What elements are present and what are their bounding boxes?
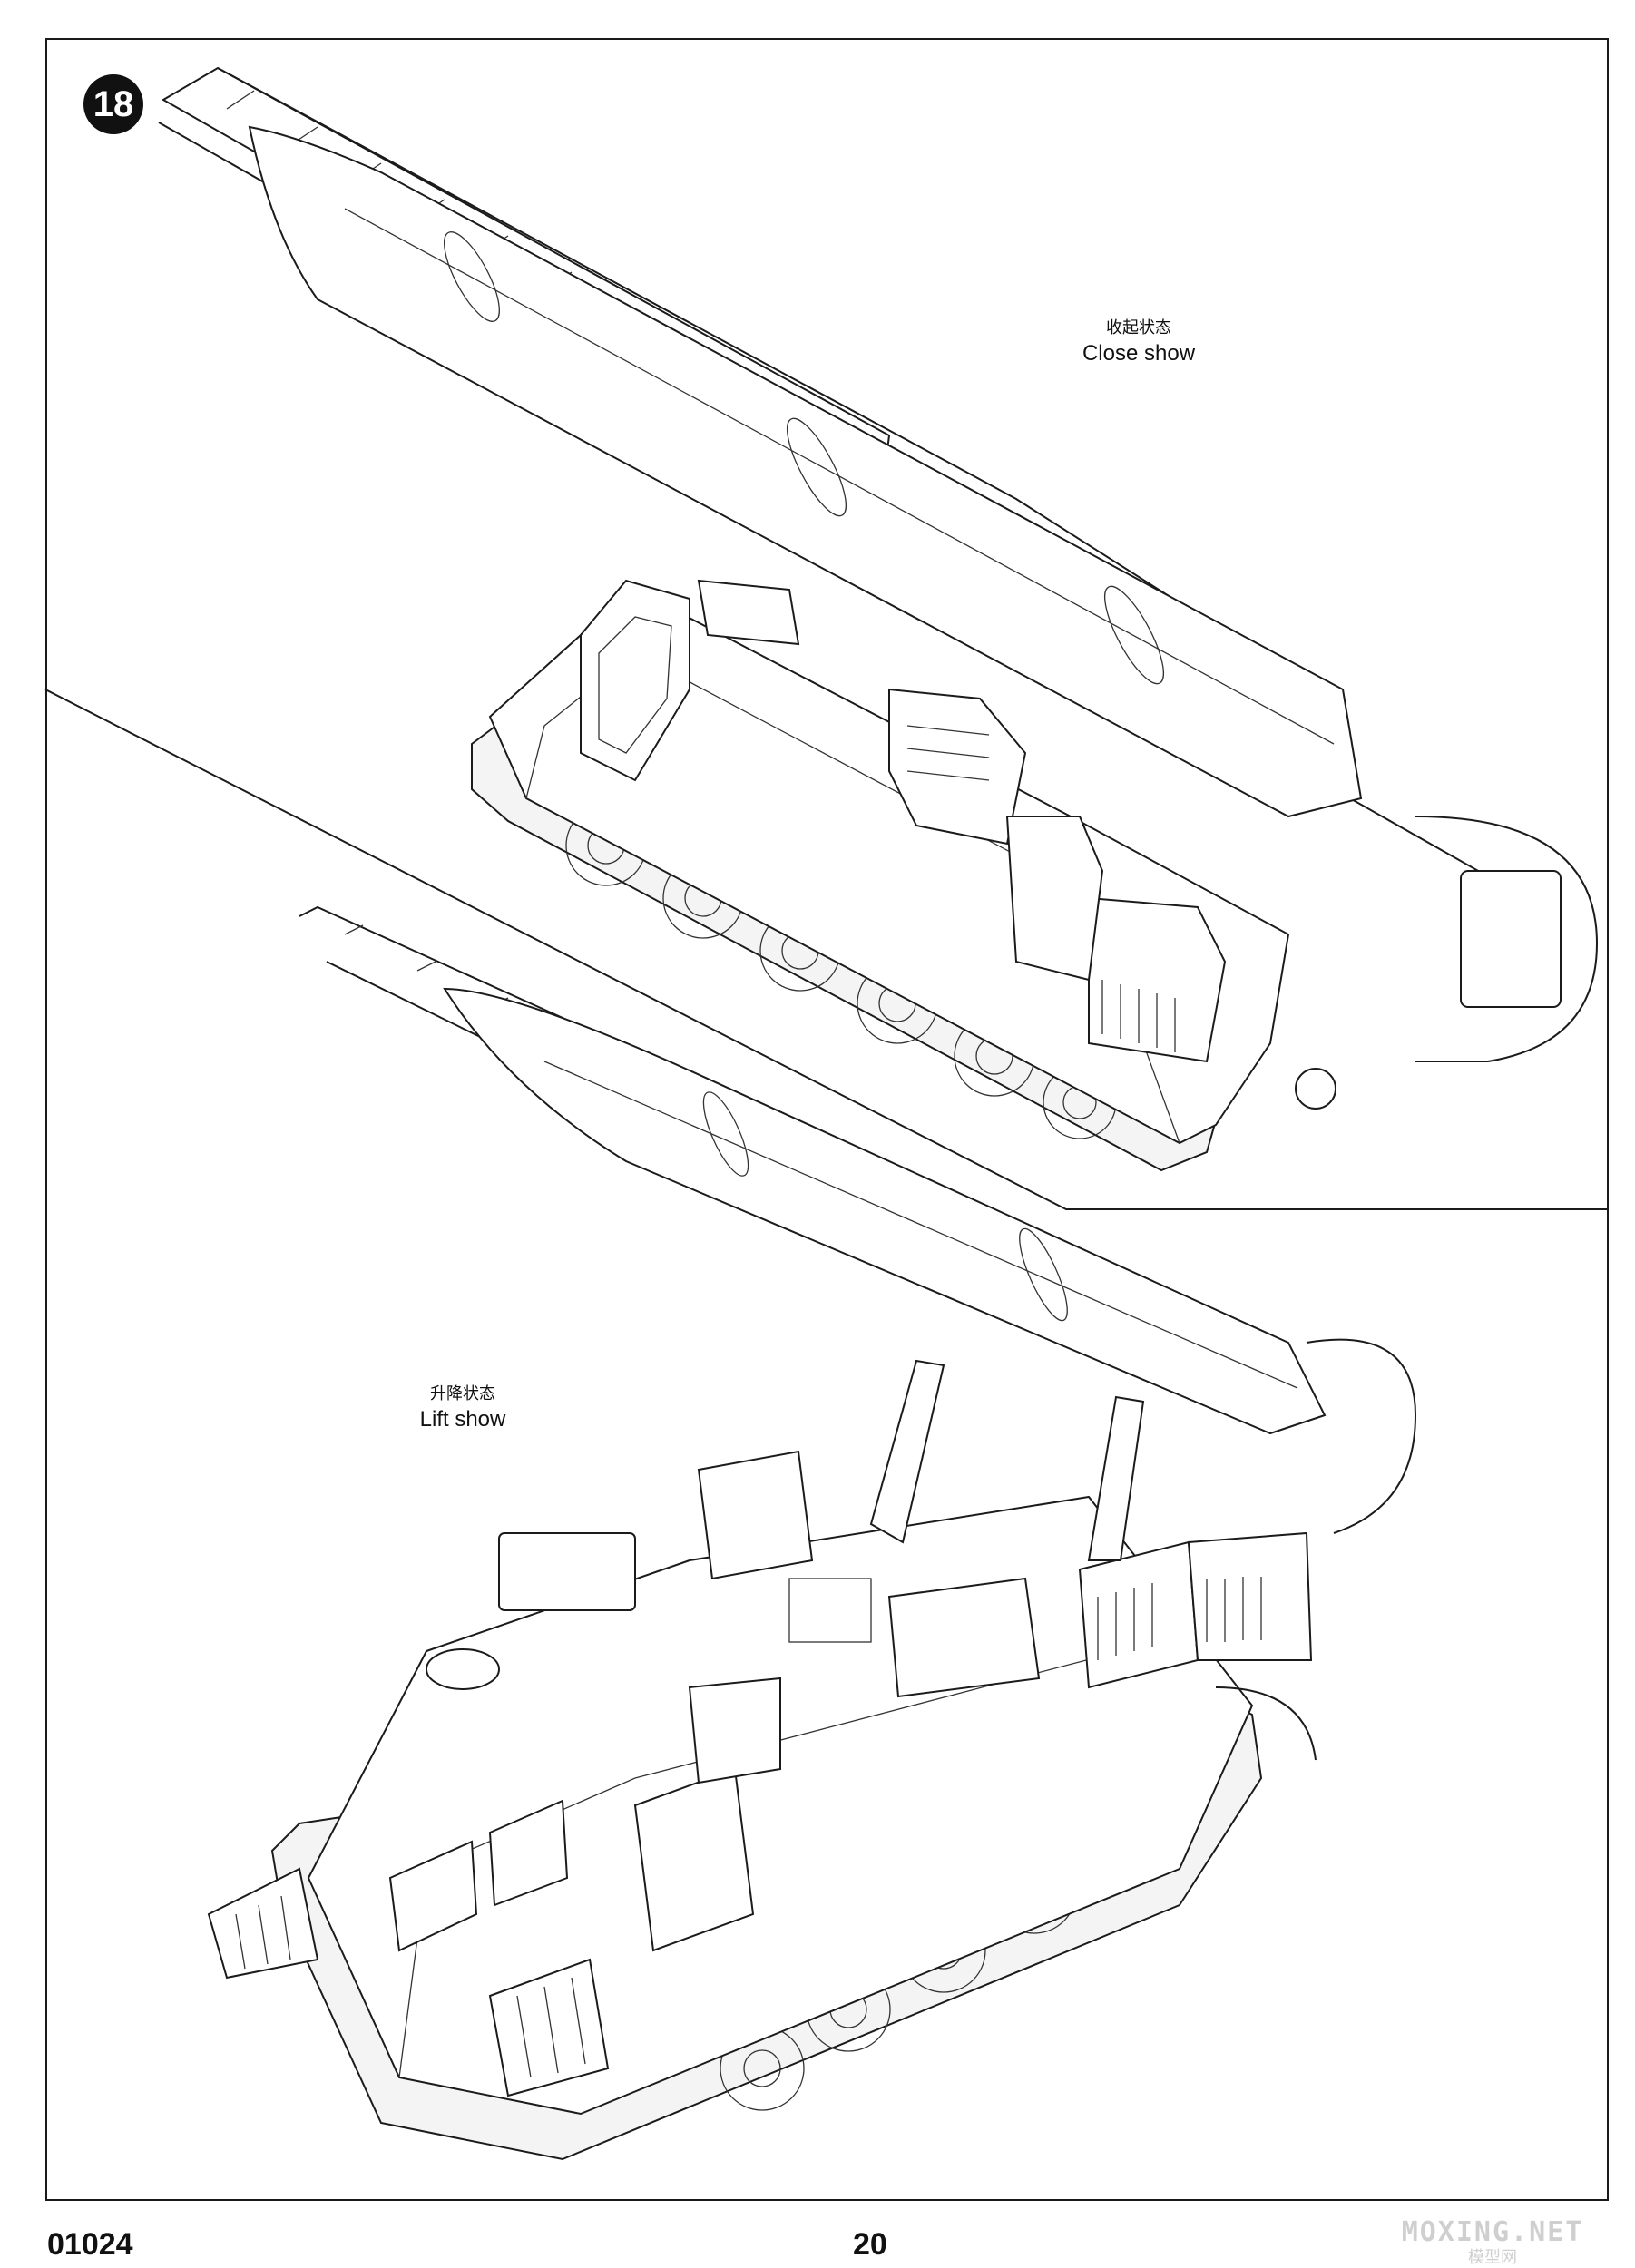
lift-show-caption-chinese: 升降状态 <box>430 1384 495 1403</box>
watermark-line1: MOXING.NET <box>1401 2216 1584 2248</box>
lift-show-caption: 升降状态 Lift show <box>363 1383 563 1434</box>
product-code: 01024 <box>47 2227 133 2262</box>
step-number-badge: 18 <box>83 74 143 134</box>
close-show-caption: 收起状态 Close show <box>1034 318 1243 368</box>
close-show-caption-chinese: 收起状态 <box>1106 318 1171 337</box>
close-show-caption-english: Close show <box>1082 341 1196 366</box>
watermark-line2: 模型网 <box>1468 2248 1517 2267</box>
lift-show-vehicle-drawing <box>207 905 1417 2161</box>
page-frame <box>45 38 1609 2201</box>
page-number: 20 <box>853 2227 887 2262</box>
close-show-vehicle-drawing <box>158 66 1599 1172</box>
watermark: MOXING.NET 模型网 <box>1379 2217 1606 2268</box>
view-divider-line <box>44 689 1609 1210</box>
lift-show-caption-english: Lift show <box>419 1407 506 1432</box>
